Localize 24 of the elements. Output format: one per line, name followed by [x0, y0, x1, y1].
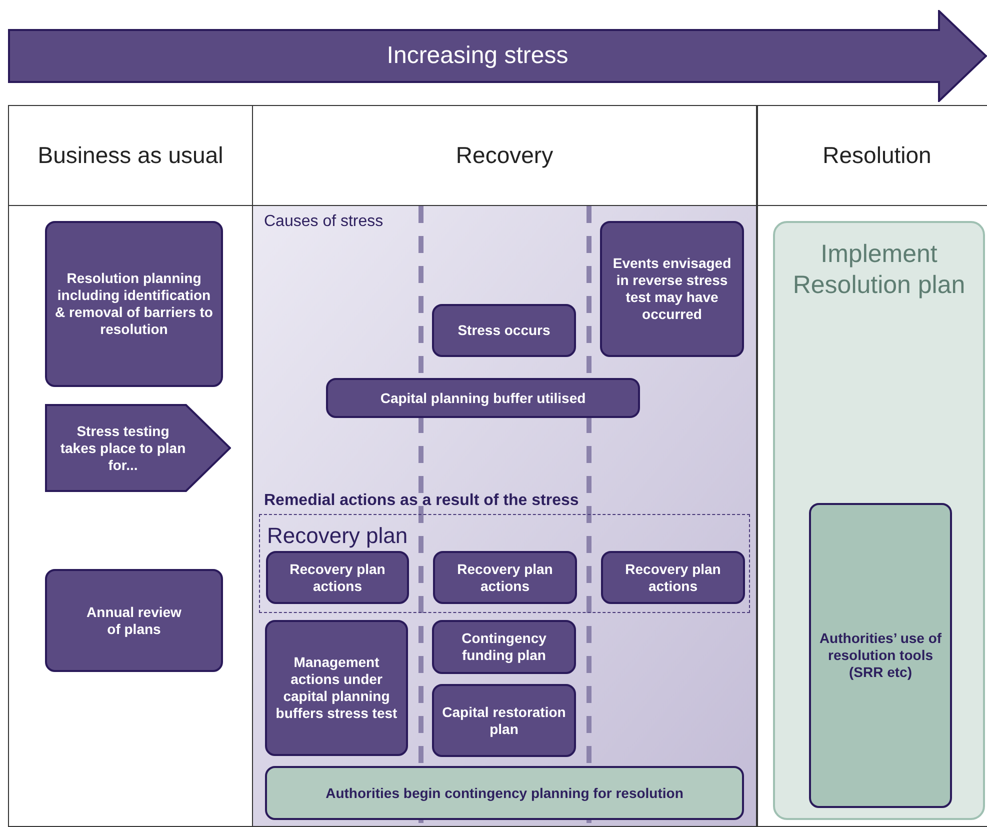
process-box: Contingency funding plan [432, 620, 576, 674]
process-box: Capital planning buffer utilised [326, 378, 640, 418]
process-box: Stress occurs [432, 304, 576, 357]
column-header: Resolution [758, 106, 987, 206]
group-title: Recovery plan [267, 522, 408, 550]
phase-column [8, 105, 253, 827]
process-box: Resolution planning including identification & removal of barriers to resolution [45, 221, 223, 387]
resolution-panel [773, 221, 985, 820]
process-box: Recovery plan actions [266, 551, 409, 604]
process-box: Recovery plan actions [433, 551, 577, 604]
section-heading: Remedial actions as a result of the stress [264, 491, 579, 511]
stress-arrow: Increasing stress [8, 10, 987, 102]
authority-box: Authorities begin contingency planning for resolution [265, 766, 744, 820]
recovery-plan-group [259, 514, 750, 613]
process-box: Recovery plan actions [601, 551, 745, 604]
phase-column [757, 105, 987, 827]
panel-title: Implement Resolution plan [792, 239, 966, 301]
process-box: Capital restoration plan [432, 684, 576, 757]
section-heading: Causes of stress [264, 212, 384, 232]
process-box: Events envisaged in reverse stress test may have occurred [600, 221, 744, 357]
process-arrow-box: Stress testing takes place to plan for... [45, 404, 231, 492]
process-box: Annual review of plans [45, 569, 223, 672]
authority-box: Authorities’ use of resolution tools (SRR etc) [809, 503, 952, 808]
process-box: Management actions under capital planning buffers stress test [265, 620, 408, 756]
